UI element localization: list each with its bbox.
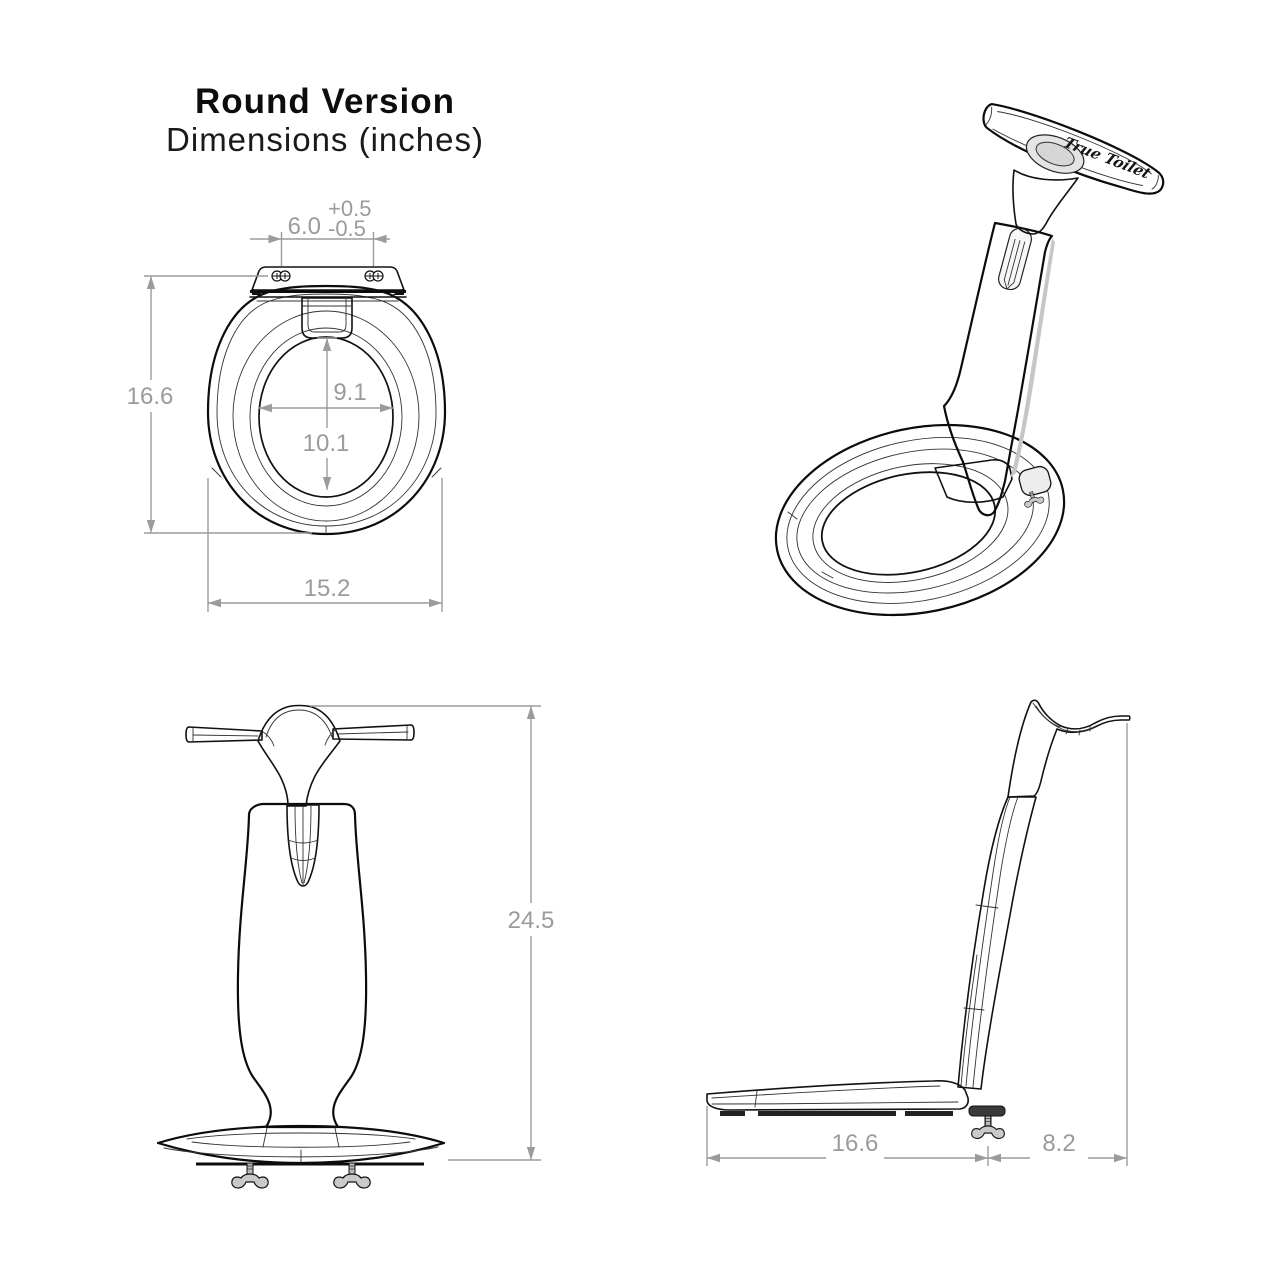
dim-overall-height: 24.5 (310, 705, 555, 1161)
dim-value: 16.6 (832, 1130, 879, 1157)
iso-hinge-knob (1018, 465, 1052, 509)
iso-ring-seam-2 (821, 571, 834, 579)
front-handle-left-line (192, 734, 259, 737)
page-subtitle: Dimensions (inches) (166, 121, 484, 158)
front-funnel-tip (286, 804, 320, 887)
iso-seat-ring (774, 423, 1066, 617)
dim-base-length: 16.6 (706, 1106, 989, 1166)
iso-handle: True Toilet (982, 102, 1165, 195)
screw-hole-icon-left (271, 270, 291, 282)
dim-hinge-spacing: 6.0 +0.5 -0.5 (250, 196, 390, 266)
dim-value: 10.1 (303, 430, 350, 457)
side-funnel (1007, 699, 1131, 798)
dim-tol-minus: -0.5 (328, 216, 366, 241)
seat-contour-2 (232, 310, 420, 522)
side-lid-strip (957, 796, 1037, 1090)
iso-ring-seam-1 (787, 511, 798, 520)
seat-inner-lip (249, 327, 403, 507)
side-seat-lamination (711, 1101, 959, 1105)
iso-lid (942, 221, 1054, 517)
dim-value: 8.2 (1042, 1130, 1075, 1157)
dim-overall-depth: 16.6 (127, 275, 312, 534)
side-seat-underside (720, 1111, 953, 1116)
dim-opening-width: 9.1 (259, 379, 393, 413)
front-dome (257, 704, 341, 807)
wing-nut-icon-right (333, 1162, 371, 1189)
seat-seam-left (211, 467, 222, 478)
dim-value: 16.6 (127, 383, 174, 410)
iso-hinge-bracket (934, 459, 1013, 504)
seat-contour-1 (216, 293, 437, 527)
page-title: Round Version (195, 82, 455, 121)
side-seat-contour (711, 1085, 941, 1099)
hinge-plate (251, 266, 405, 291)
dim-value: 24.5 (508, 907, 555, 934)
plate-seam-left (252, 288, 264, 295)
title-block: Round Version Dimensions (inches) (166, 82, 484, 158)
front-dome-gusset-left (261, 730, 275, 747)
front-handle-right-line (336, 731, 409, 735)
dim-value: 15.2 (304, 575, 351, 602)
dim-value: 6.0 (288, 213, 321, 240)
screw-hole-icon-right (364, 270, 384, 282)
front-handle-left-arm (185, 726, 263, 743)
side-seat-seam (754, 1090, 758, 1108)
side-view: 16.6 8.2 (706, 699, 1131, 1166)
bumper-tab-inner (307, 297, 347, 333)
bumper-tab (301, 297, 353, 339)
plate-seam-right (392, 288, 404, 295)
seat-seam-right (431, 467, 442, 478)
iso-funnel (1012, 169, 1079, 235)
wing-nut-icon-side (971, 1115, 1005, 1140)
iso-view: True Toilet (774, 102, 1165, 617)
dim-overall-width: 15.2 (207, 478, 443, 612)
front-dome-gusset-right (324, 728, 337, 746)
front-handle-right-arm (332, 724, 415, 741)
front-base (156, 1124, 446, 1166)
front-view: 24.5 (156, 704, 555, 1189)
front-lid-body (236, 802, 368, 1129)
dim-opening-depth: 10.1 (303, 337, 350, 490)
dim-tol-plus: +0.5 (328, 196, 371, 221)
wing-nut-icon-left (231, 1162, 269, 1189)
dim-upper-reach: 8.2 (988, 723, 1128, 1166)
top-view: 6.0 +0.5 -0.5 16.6 9.1 10.1 (127, 196, 447, 612)
iso-lid-slot (997, 227, 1033, 291)
dim-value: 9.1 (333, 379, 366, 406)
front-dome-contour (265, 709, 333, 738)
iso-lid-edge-highlight (1010, 238, 1055, 478)
seat-opening (258, 336, 394, 498)
